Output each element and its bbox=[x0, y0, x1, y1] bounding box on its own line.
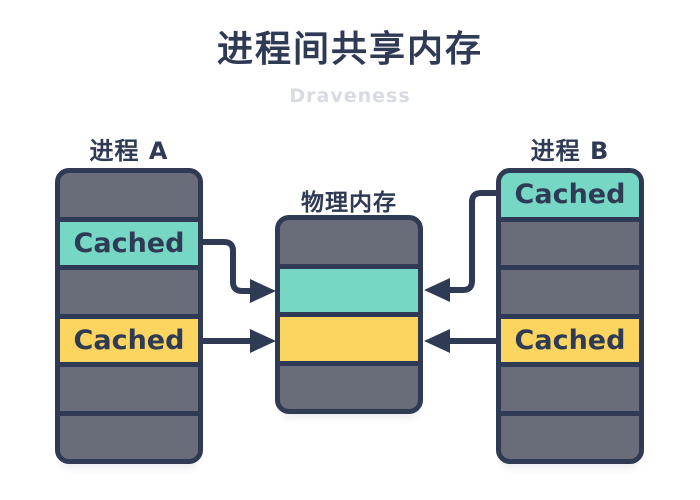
process-b-row-gray bbox=[501, 367, 639, 411]
process-b-row-yellow-cached: Cached bbox=[501, 318, 639, 362]
arrow-process-b-teal-to-physical bbox=[424, 190, 496, 302]
physical-memory-row-yellow bbox=[280, 317, 418, 361]
process-a-row-teal-cached: Cached bbox=[60, 221, 198, 265]
process-a-row-gray bbox=[60, 367, 198, 411]
physical-memory-row-teal bbox=[280, 268, 418, 312]
arrow-process-a-yellow-to-physical bbox=[203, 329, 276, 353]
arrow-process-b-yellow-to-physical bbox=[424, 329, 496, 353]
process-b-row-teal-cached: Cached bbox=[501, 173, 639, 217]
process-b-row-gray bbox=[501, 221, 639, 265]
physical-memory-label: 物理内存 bbox=[301, 190, 397, 216]
physical-memory-row-gray bbox=[280, 220, 418, 264]
process-b-row-gray bbox=[501, 415, 639, 459]
page-title: 进程间共享内存 bbox=[216, 29, 483, 70]
process-a-row-gray bbox=[60, 270, 198, 314]
process-a-label: 进程 A bbox=[89, 137, 169, 165]
watermark: Draveness bbox=[289, 85, 411, 107]
process-b-label: 进程 B bbox=[530, 137, 610, 165]
process-a-row-gray bbox=[60, 173, 198, 217]
process-b-row-gray bbox=[501, 270, 639, 314]
arrow-process-a-teal-to-physical bbox=[203, 239, 276, 303]
physical-memory-row-gray bbox=[280, 365, 418, 409]
process-a-row-yellow-cached: Cached bbox=[60, 318, 198, 362]
process-a-row-gray bbox=[60, 415, 198, 459]
physical-memory-column bbox=[275, 215, 423, 414]
